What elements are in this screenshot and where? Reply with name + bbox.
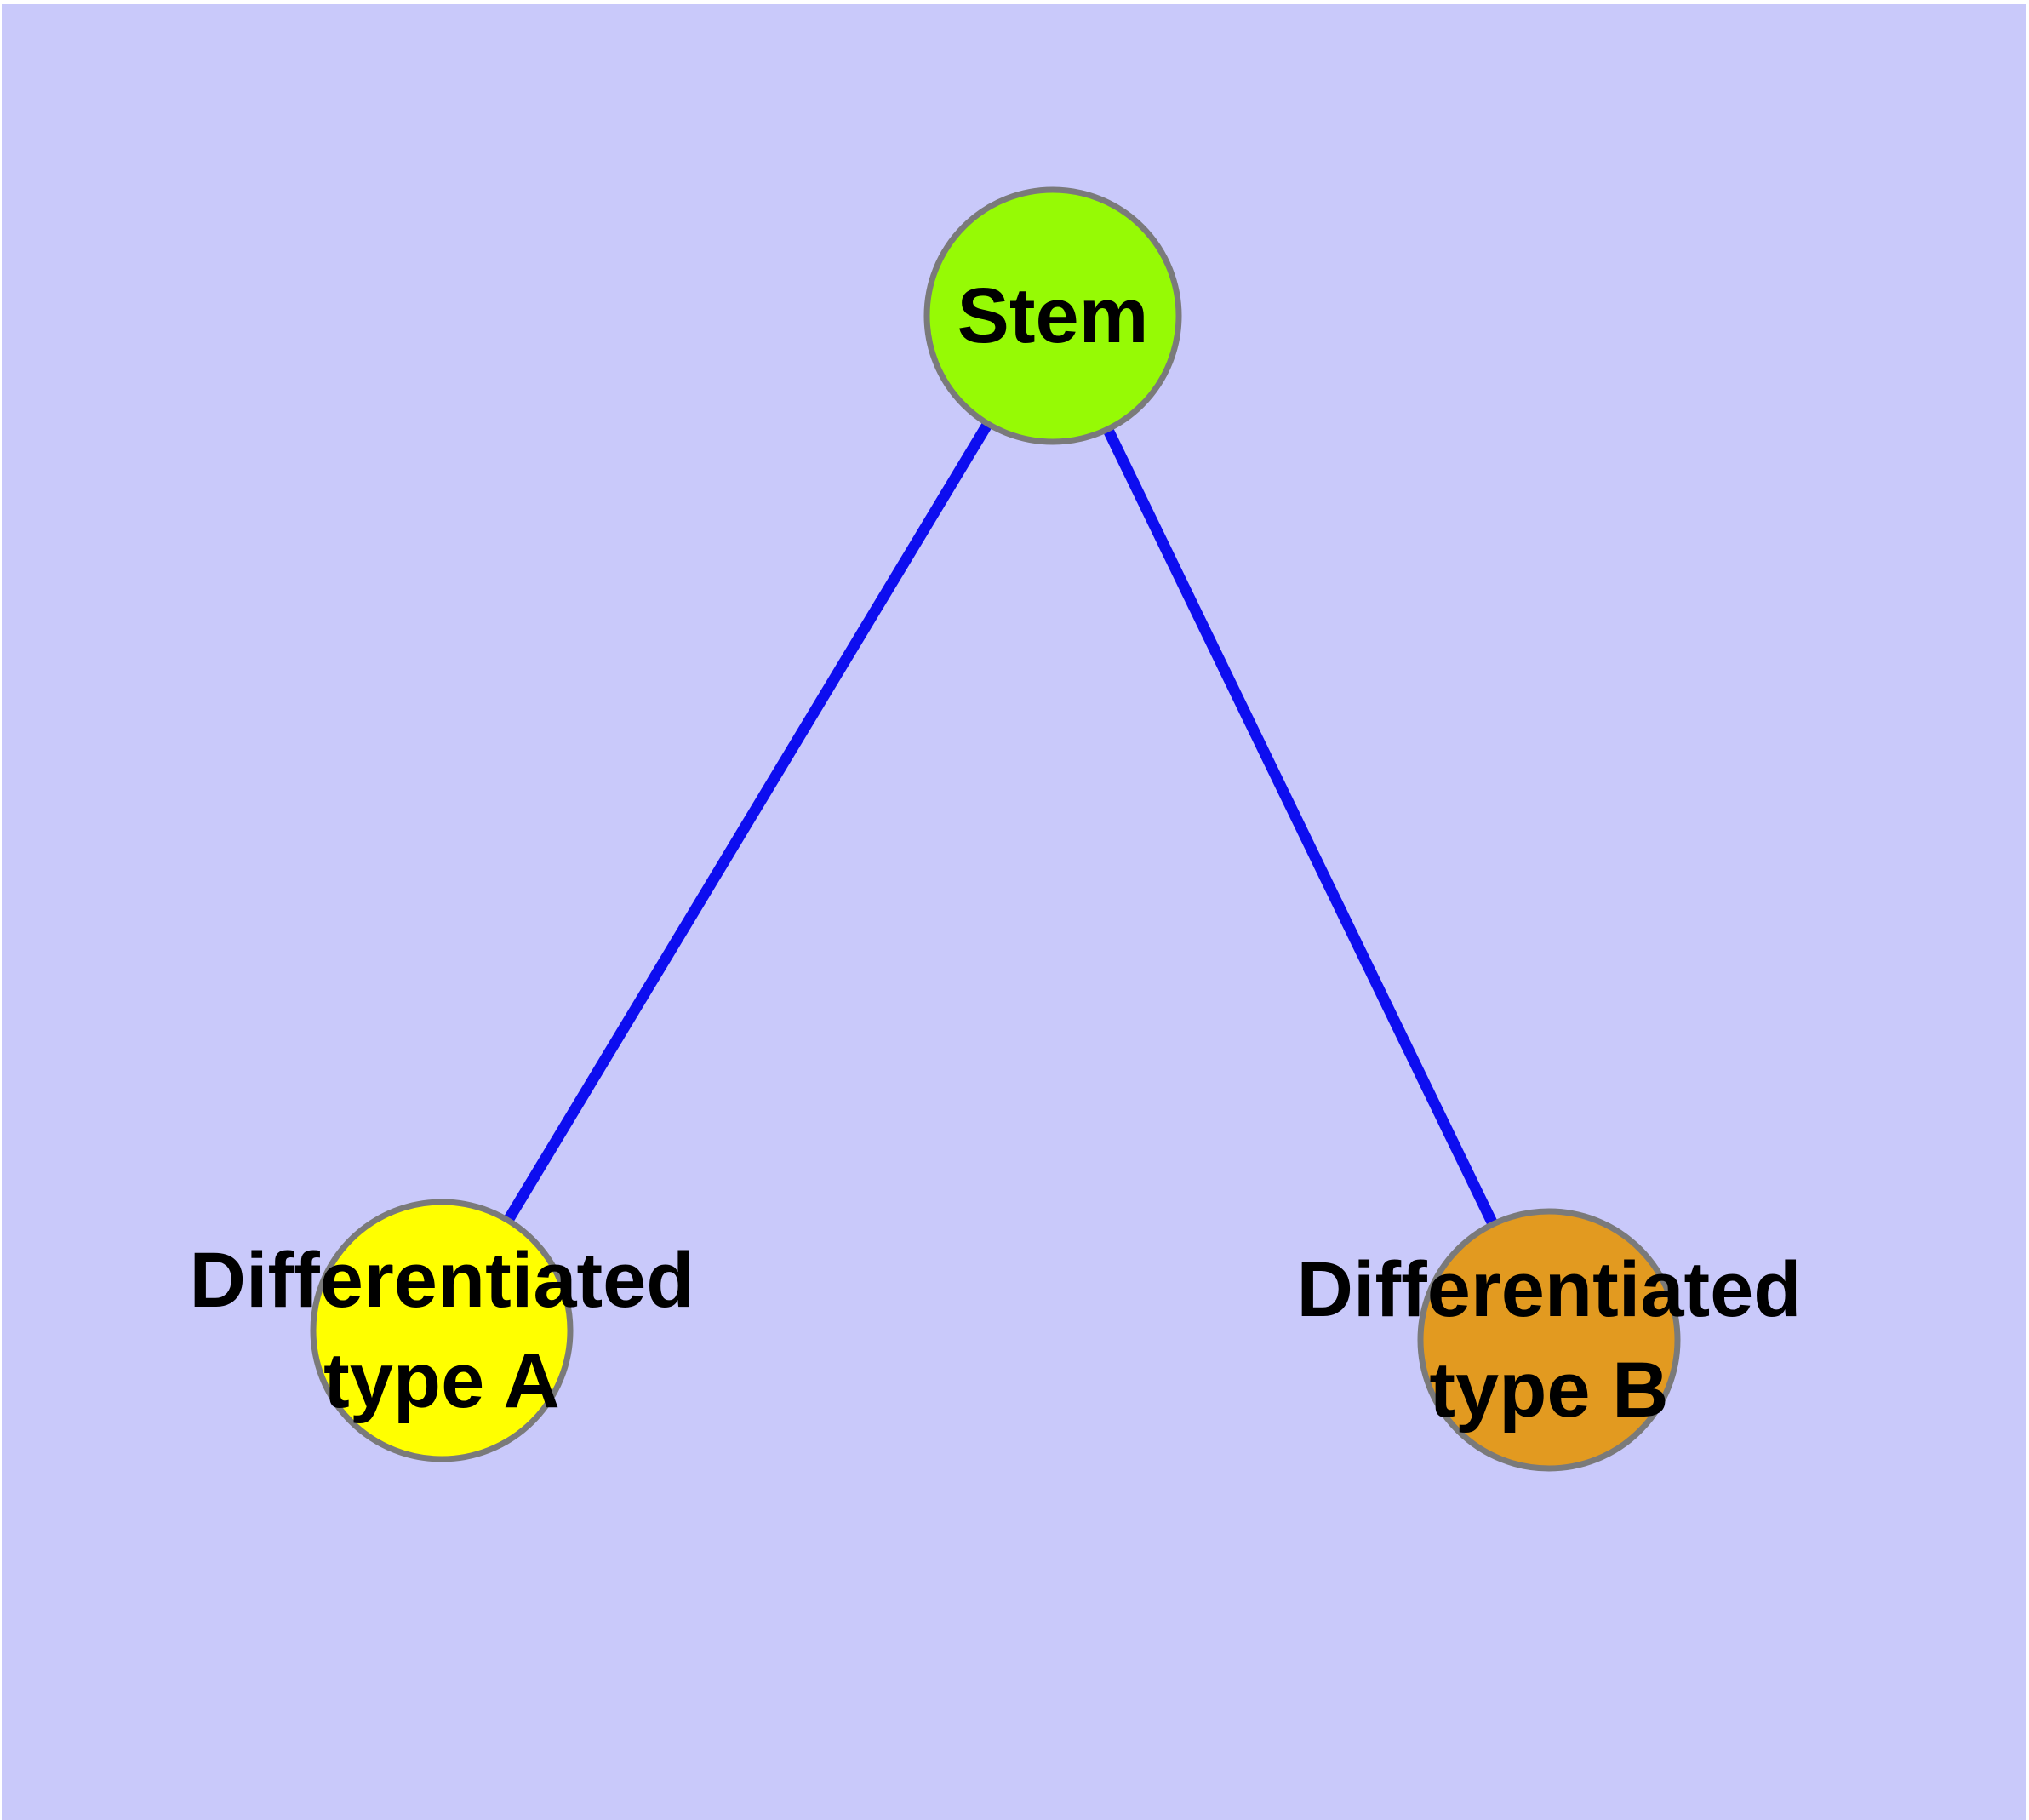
edge-stem-to-type-b: [1048, 313, 1554, 1342]
node-stem-circle: [923, 186, 1182, 445]
node-type-b-circle: [1417, 1208, 1681, 1472]
node-type-a-circle: [310, 1199, 574, 1462]
edge-stem-to-type-a: [437, 312, 1058, 1334]
